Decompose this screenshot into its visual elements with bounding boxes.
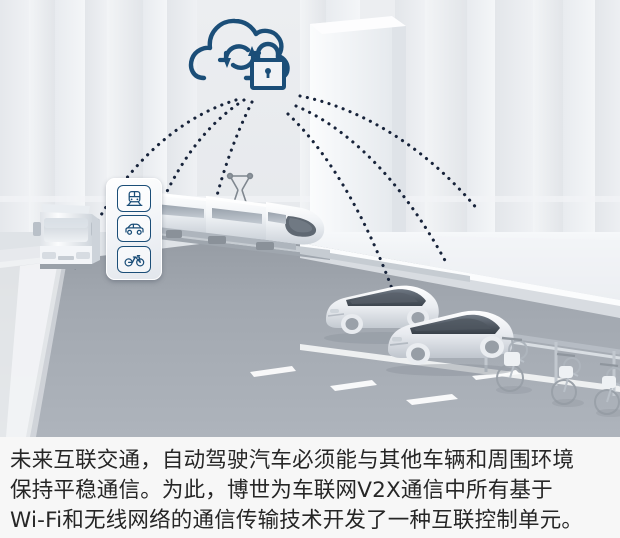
car-icon[interactable] <box>117 215 151 243</box>
cloud-sync-secure-icon <box>186 8 296 100</box>
bicycle-1 <box>492 324 538 396</box>
car-vehicle-2 <box>380 300 520 376</box>
image-caption: 未来互联交通，自动驾驶汽车必须能与其他车辆和周围环境 保持平稳通信。为此，博世为… <box>0 437 620 538</box>
bicycle-3 <box>592 352 620 420</box>
caption-line-1: 未来互联交通，自动驾驶汽车必须能与其他车辆和周围环境 <box>10 448 575 473</box>
bus-vehicle <box>28 196 104 276</box>
bicycle-icon[interactable] <box>117 246 151 274</box>
bicycle-2 <box>548 340 588 410</box>
pantograph <box>226 172 254 203</box>
connected-mobility-scene <box>0 0 620 437</box>
train-vehicle <box>146 160 336 256</box>
train-icon[interactable] <box>117 184 151 212</box>
caption-line-3: Wi-Fi和无线网络的通信传输技术开发了一种互联控制单元。 <box>10 508 584 533</box>
transport-modes-sign[interactable] <box>106 178 162 280</box>
padlock-icon <box>250 41 286 90</box>
caption-line-2: 保持平稳通信。为此，博世为车联网V2X通信中所有基于 <box>10 478 553 503</box>
